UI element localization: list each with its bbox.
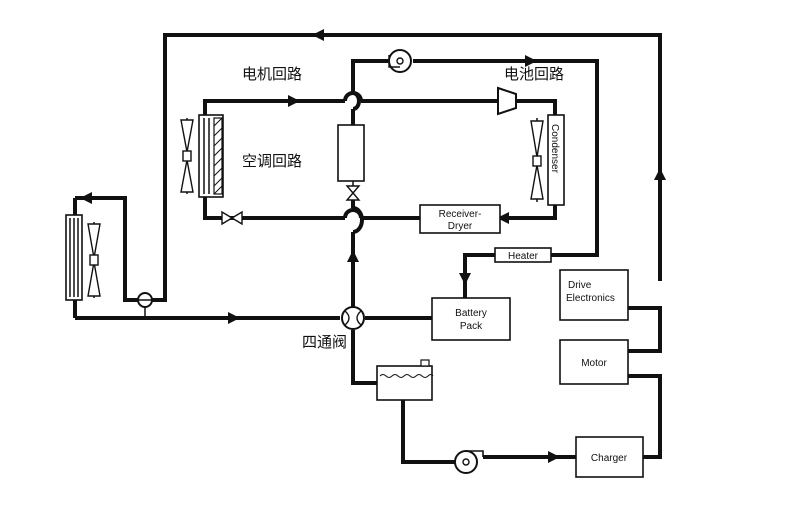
arrow-down-icon xyxy=(459,273,471,285)
arrow-left-icon xyxy=(312,29,324,41)
chiller-heat-exchanger xyxy=(337,124,365,201)
motor-label: Motor xyxy=(581,358,607,369)
outer-loop-pipes xyxy=(73,33,662,320)
charger: Charger xyxy=(575,436,644,478)
battery-pack-label-line1: Battery xyxy=(455,308,487,319)
lower-loop-pipes xyxy=(351,306,662,464)
motor-loop-label: 电机回路 xyxy=(242,66,302,83)
battery-pack: Battery Pack xyxy=(431,297,511,341)
compressor-icon xyxy=(497,86,517,116)
heater: Heater xyxy=(494,247,552,263)
arrow-up-icon xyxy=(347,250,359,262)
four-way-valve-label: 四通阀 xyxy=(302,334,347,351)
arrow-up-icon xyxy=(654,168,666,180)
heater-label: Heater xyxy=(508,251,539,262)
drive-electronics-label-line2: Electronics xyxy=(566,293,615,304)
left-radiator xyxy=(65,214,83,301)
drive-electronics: Drive Electronics xyxy=(559,269,629,321)
flow-arrows xyxy=(80,29,666,463)
motor: Motor xyxy=(559,339,629,385)
top-pump-icon xyxy=(388,49,412,73)
small-pump-icon xyxy=(137,292,153,316)
coolant-reservoir xyxy=(376,359,434,401)
receiver-dryer-label-line1: Receiver- xyxy=(439,209,482,220)
pipe-crossovers xyxy=(343,91,364,234)
battery-pack-label-line2: Pack xyxy=(460,321,483,332)
arrow-right-icon xyxy=(548,451,560,463)
arrow-left-icon xyxy=(80,192,92,204)
arrow-right-icon xyxy=(525,55,537,67)
condenser-fan-icon xyxy=(530,118,544,202)
ac-loop-label: 空调回路 xyxy=(242,153,302,170)
motor-radiator xyxy=(198,114,224,198)
motor-fan-icon xyxy=(180,118,194,194)
arrow-right-icon xyxy=(228,312,240,324)
condenser-label: Condenser xyxy=(549,124,560,174)
charger-label: Charger xyxy=(591,453,628,464)
left-fan-icon xyxy=(87,222,101,298)
ac-loop-pipes xyxy=(361,99,557,220)
battery-loop-label: 电池回路 xyxy=(504,66,564,83)
receiver-dryer: Receiver- Dryer xyxy=(419,204,501,234)
receiver-dryer-label-line2: Dryer xyxy=(448,221,473,232)
bottom-pump-icon xyxy=(454,450,484,474)
four-way-valve-icon xyxy=(341,306,365,330)
arrow-left-icon xyxy=(497,212,509,224)
expansion-valve-icon xyxy=(221,210,243,226)
arrow-right-icon xyxy=(288,95,300,107)
drive-electronics-label-line1: Drive xyxy=(568,280,592,291)
condenser: Condenser xyxy=(547,114,565,206)
